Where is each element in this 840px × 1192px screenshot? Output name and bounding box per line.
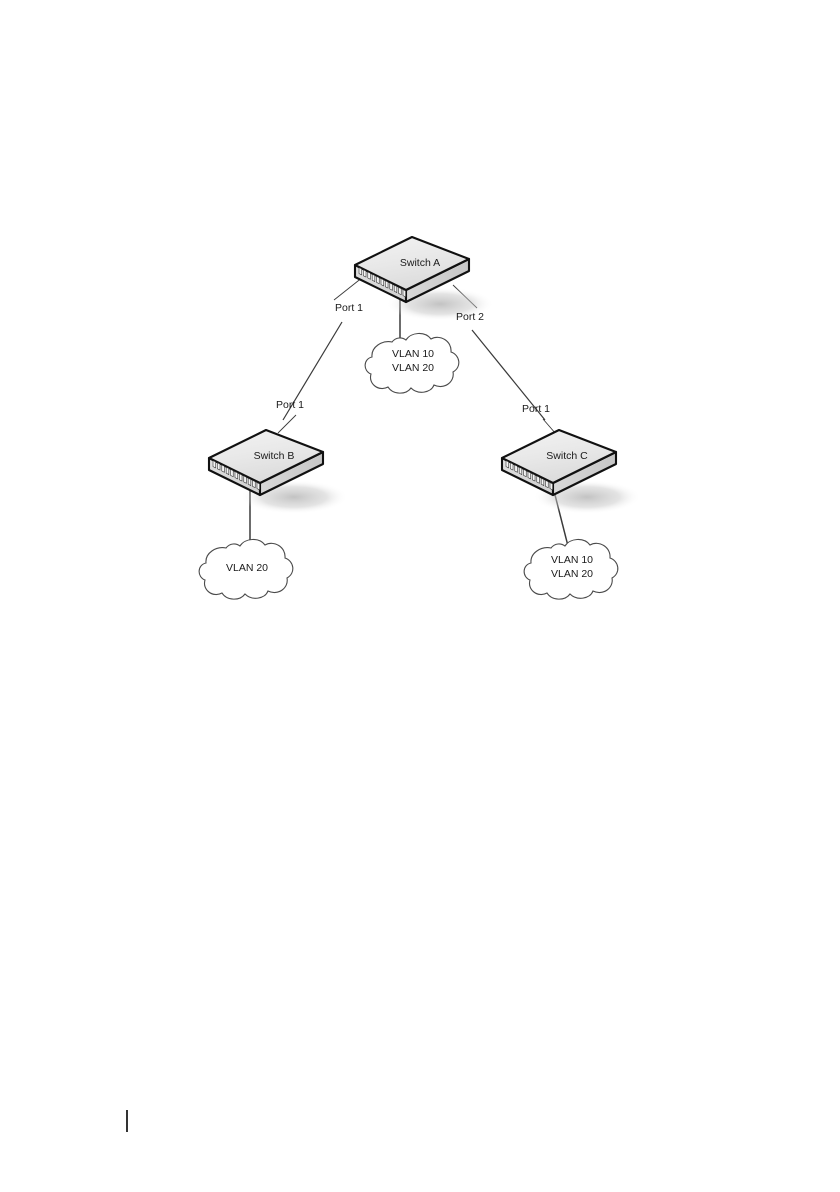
vlan-cloud-switch-c: VLAN 10 VLAN 20 (523, 538, 619, 600)
port-label-switch-a-port-2: Port 2 (456, 311, 484, 323)
device-switch-b[interactable]: Switch B (207, 428, 350, 516)
cloud-a-line-1: VLAN 10 (392, 348, 434, 360)
vlan-cloud-switch-b: VLAN 20 (198, 538, 294, 600)
vlan-cloud-switch-a: VLAN 10 VLAN 20 (364, 332, 460, 394)
device-switch-c[interactable]: Switch C (500, 428, 643, 516)
port-label-switch-b-port-1: Port 1 (276, 399, 304, 411)
link-switch-a-to-switch-c (471, 329, 546, 421)
leader-line-port-1-switch-a (333, 276, 364, 301)
cloud-b-line-1: VLAN 20 (226, 562, 268, 574)
port-labels: Port 1 Port 2 Port 1 Port 1 (276, 302, 550, 415)
cloud-c-line-1: VLAN 10 (551, 554, 593, 566)
vlan-clouds: VLAN 10 VLAN 20 VLAN 20 VLAN 10 VLAN 20 (198, 332, 619, 600)
device-switch-b-label: Switch B (254, 450, 295, 462)
link-switch-a-to-switch-b (282, 321, 343, 421)
port-label-switch-c-port-1: Port 1 (522, 403, 550, 415)
device-switch-a-label: Switch A (400, 257, 440, 269)
cloud-a-line-2: VLAN 20 (392, 362, 434, 374)
device-switch-c-label: Switch C (546, 450, 588, 462)
port-label-switch-a-port-1: Port 1 (335, 302, 363, 314)
leader-line-port-1-switch-b (277, 414, 297, 434)
switch-devices: Switch A Switch B Switch C (207, 235, 643, 516)
device-switch-a[interactable]: Switch A (353, 235, 496, 323)
cloud-c-line-2: VLAN 20 (551, 568, 593, 580)
